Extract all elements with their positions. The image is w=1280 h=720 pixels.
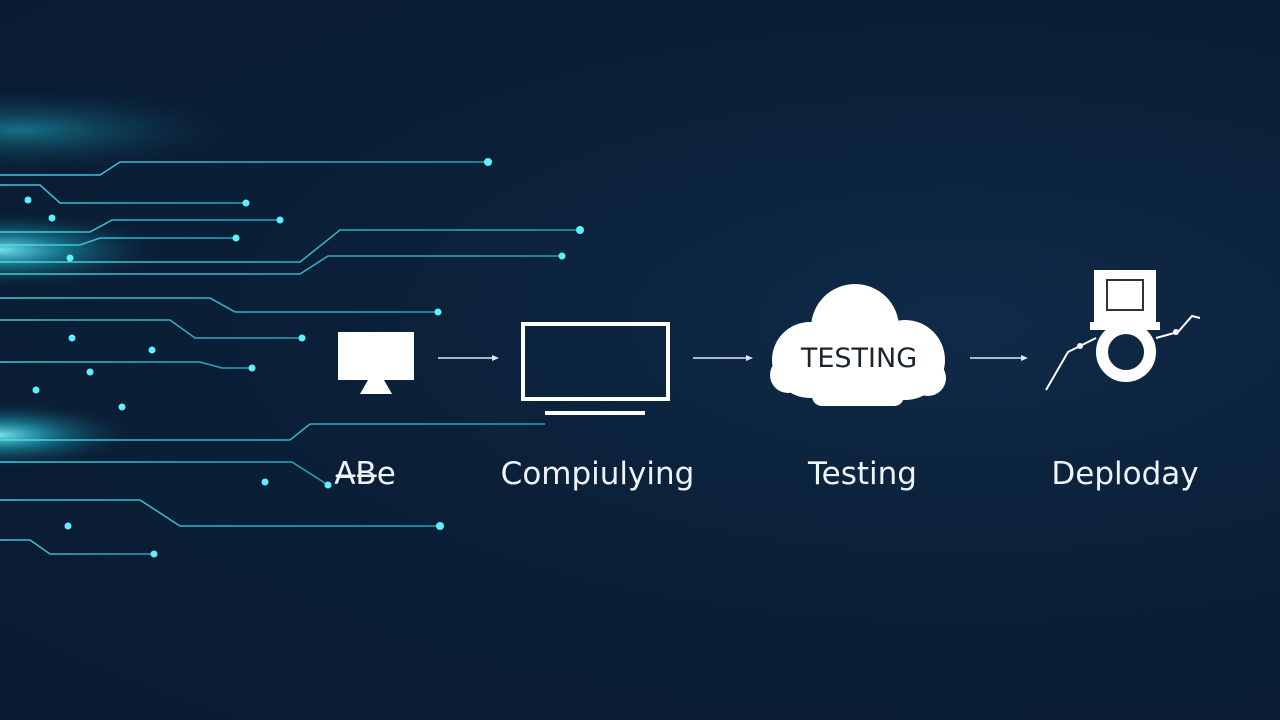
arrow-icon — [693, 355, 753, 361]
circuit-node — [24, 196, 32, 204]
circuit-line — [0, 161, 488, 176]
arrow-icon — [970, 355, 1028, 361]
stage-label-build: A̶B̶e — [334, 456, 396, 492]
circuit-line — [0, 184, 246, 204]
circuit-node — [66, 254, 74, 262]
circuit-node — [148, 346, 156, 354]
server-icon — [1045, 270, 1201, 391]
circuit-node — [298, 334, 306, 342]
circuit-node — [150, 550, 158, 558]
glow — [0, 210, 170, 290]
circuit-line — [0, 319, 302, 339]
circuit-node — [434, 308, 442, 316]
arrow-icon — [438, 355, 499, 361]
circuit-node — [32, 386, 40, 394]
circuit-line — [0, 219, 280, 233]
glow — [0, 400, 140, 470]
stage-label-compile: Compiulying — [500, 456, 695, 492]
circuit-node — [261, 478, 269, 486]
circuit-line — [0, 255, 562, 275]
circuit-line — [0, 229, 580, 263]
circuit-node — [484, 158, 492, 166]
stage-label-deploy: Deploday — [1051, 456, 1199, 492]
circuit-node — [436, 522, 444, 530]
circuit-node — [232, 234, 240, 242]
cloud-icon: TESTING — [770, 284, 946, 406]
glow — [0, 85, 250, 175]
circuit-line — [0, 499, 440, 527]
circuit-node — [48, 214, 56, 222]
circuit-node — [86, 368, 94, 376]
circuit-node — [276, 216, 284, 224]
cloud-icon-label: TESTING — [800, 343, 917, 374]
circuit-line — [0, 361, 252, 369]
circuit-node — [68, 334, 76, 342]
circuit-line — [0, 423, 545, 441]
circuit-node — [242, 199, 250, 207]
circuit-line — [0, 539, 154, 555]
circuit-node — [324, 481, 332, 489]
stage-label-testing: Testing — [808, 456, 917, 492]
circuit-node — [118, 403, 126, 411]
circuit-node — [576, 226, 584, 234]
circuit-node — [248, 364, 256, 372]
circuit-line — [0, 297, 438, 313]
circuit-node — [64, 522, 72, 530]
laptop-icon — [521, 322, 670, 415]
circuit-node — [558, 252, 566, 260]
monitor-icon — [338, 332, 414, 394]
circuit-line — [0, 237, 236, 246]
circuit-line — [0, 461, 329, 486]
